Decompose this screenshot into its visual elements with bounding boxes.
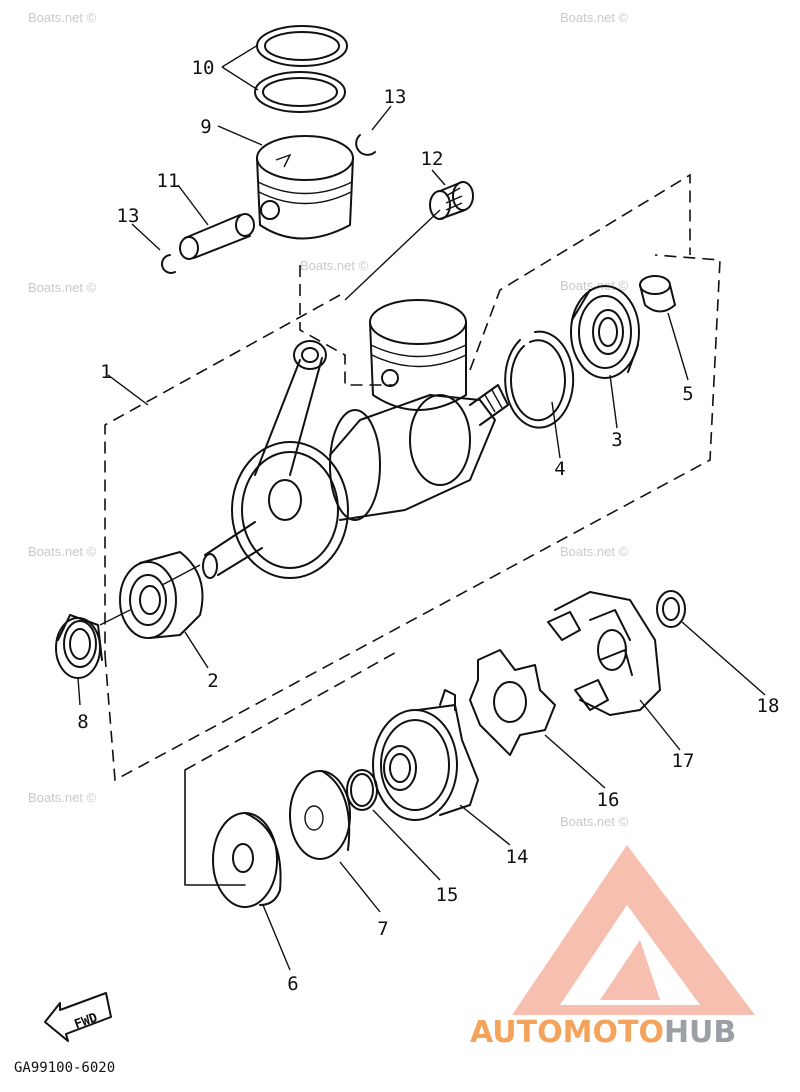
piston-rings [254, 25, 348, 113]
thick-washer [212, 812, 282, 908]
logo-text: AUTOMOTOHUB [470, 1015, 736, 1050]
watermark-2: Boats.net © [560, 10, 629, 25]
ball-bearing-left [119, 551, 204, 639]
group-outlines [104, 173, 721, 886]
coupler-group-outline [184, 769, 246, 886]
part-label-1: 1 [100, 361, 111, 383]
crankshaft-assembly [202, 299, 509, 579]
rubber-damper [469, 649, 556, 756]
watermark-5: Boats.net © [560, 278, 629, 293]
watermark-7: Boats.net © [560, 544, 629, 559]
watermark-8: Boats.net © [28, 790, 97, 805]
part-label-2: 2 [207, 670, 218, 692]
part-label-13-right: 13 [384, 86, 407, 108]
crank-group-right-outline [104, 254, 721, 782]
fwd-arrow-icon: FWD [44, 992, 112, 1042]
circlip-right [355, 134, 376, 156]
part-label-8: 8 [77, 711, 88, 733]
piston-link-outline [299, 265, 395, 386]
ball-bearing-right [570, 285, 640, 379]
diagram-code: GA99100-6020 [14, 1060, 115, 1076]
watermark-6: Boats.net © [28, 544, 97, 559]
logo-text-moto: MOTO [563, 1015, 664, 1050]
piston [256, 135, 354, 240]
watermarks: Boats.net © Boats.net © Boats.net © Boat… [28, 10, 629, 829]
coupler-half [372, 689, 479, 821]
part-label-7: 7 [377, 918, 388, 940]
bearing-collar [639, 275, 676, 313]
shim-washer [289, 770, 351, 860]
leader-lines [77, 44, 766, 971]
logo-text-auto: AUTO [470, 1015, 563, 1050]
part-label-11: 11 [157, 170, 180, 192]
part-label-4: 4 [554, 458, 565, 480]
part-label-18: 18 [757, 695, 780, 717]
part-label-14: 14 [506, 846, 529, 868]
part-label-12: 12 [421, 148, 444, 170]
watermark-4: Boats.net © [300, 258, 369, 273]
snap-ring [504, 330, 575, 429]
watermark-9: Boats.net © [560, 814, 629, 829]
automotohub-logo: AUTOMOTOHUB [470, 845, 755, 1050]
part-label-6: 6 [287, 973, 298, 995]
needle-bearing [429, 181, 474, 220]
part-label-10: 10 [192, 57, 215, 79]
crank-group-left-outline [104, 294, 341, 655]
oil-seal [55, 614, 103, 679]
watermark-1: Boats.net © [28, 10, 97, 25]
watermark-3: Boats.net © [28, 280, 97, 295]
part-label-15: 15 [436, 884, 459, 906]
coupler-housing [547, 591, 661, 716]
piston-pin [179, 213, 255, 260]
part-label-5: 5 [682, 383, 693, 405]
part-label-17: 17 [672, 750, 695, 772]
o-ring [346, 769, 378, 811]
coupler-group-top-outline [184, 649, 401, 771]
logo-triangle-core [600, 940, 660, 1000]
part-labels: 1 2 3 4 5 6 7 8 9 10 11 12 13 13 14 15 1… [77, 57, 779, 995]
small-washer [656, 590, 686, 628]
logo-text-hub: HUB [664, 1015, 736, 1050]
bearing-link-outline [469, 173, 691, 371]
part-label-3: 3 [611, 429, 622, 451]
part-label-9: 9 [200, 116, 211, 138]
circlip-left [161, 254, 176, 274]
part-label-16: 16 [597, 789, 620, 811]
part-label-13-left: 13 [117, 205, 140, 227]
